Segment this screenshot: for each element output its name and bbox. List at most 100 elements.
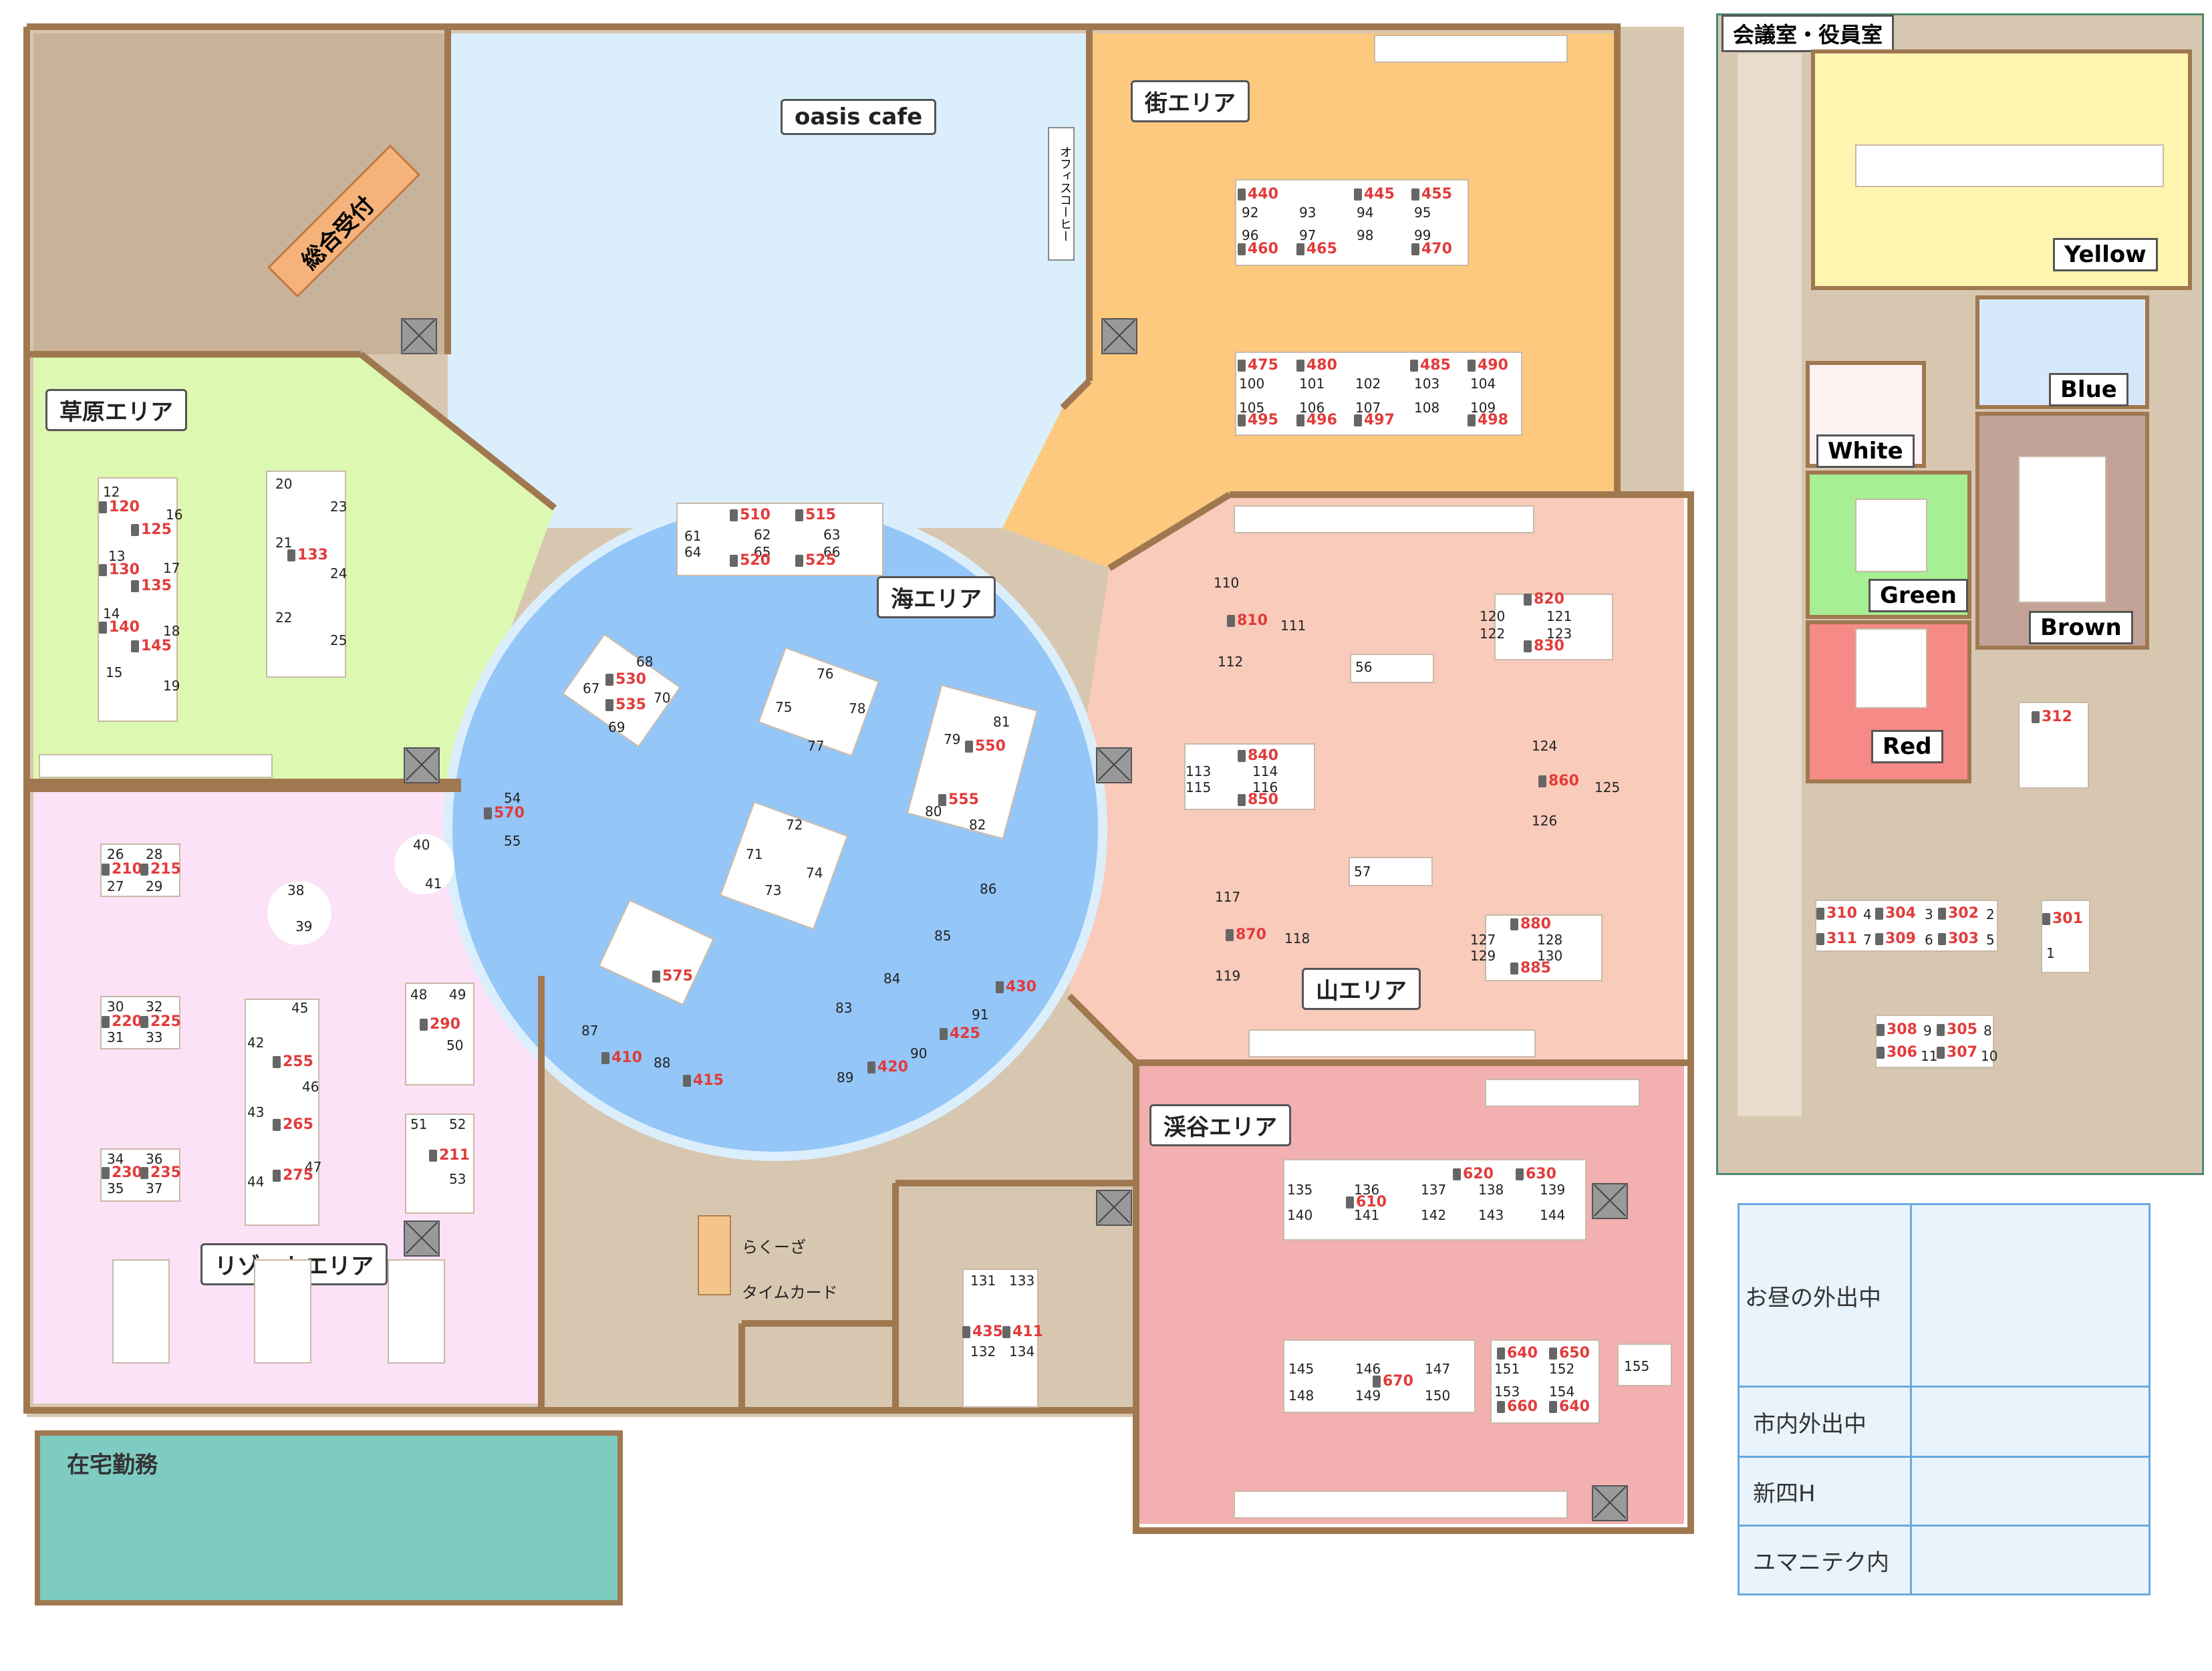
yama-seat-840[interactable]: 840	[1238, 747, 1278, 764]
umi-seat-70[interactable]: 70	[654, 690, 671, 706]
umi-seat-72[interactable]: 72	[786, 817, 803, 833]
keikoku-seat-670[interactable]: 670	[1373, 1373, 1413, 1390]
machi-seat-496[interactable]: 496	[1296, 412, 1337, 428]
status-value-shinshi[interactable]	[1910, 1456, 2151, 1527]
machi-seat-498[interactable]: 498	[1468, 412, 1508, 428]
umi-seat-77[interactable]: 77	[807, 738, 825, 754]
sougen-seat-120[interactable]: 120	[99, 499, 140, 515]
exec-seat-6[interactable]: 6	[1925, 932, 1933, 948]
seat-410[interactable]: 410	[601, 1049, 642, 1066]
keikoku-seat-155[interactable]: 155	[1624, 1358, 1650, 1374]
yama-seat-57[interactable]: 57	[1354, 864, 1371, 880]
keikoku-seat-144[interactable]: 144	[1540, 1207, 1566, 1223]
yama-seat-120[interactable]: 120	[1480, 608, 1506, 624]
resort-seat-230[interactable]: 230	[102, 1164, 142, 1181]
umi-seat-78[interactable]: 78	[849, 700, 866, 717]
seat-430[interactable]: 430	[996, 979, 1036, 995]
umi-seat-80[interactable]: 80	[925, 803, 942, 819]
resort-seat-29[interactable]: 29	[146, 878, 163, 894]
resort-seat-30[interactable]: 30	[107, 999, 124, 1015]
exec-seat-311[interactable]: 311	[1816, 930, 1857, 947]
keikoku-seat-149[interactable]: 149	[1355, 1388, 1381, 1404]
resort-seat-48[interactable]: 48	[410, 987, 428, 1003]
yama-seat-122[interactable]: 122	[1480, 626, 1506, 642]
keikoku-seat-138[interactable]: 138	[1478, 1182, 1504, 1198]
yama-seat-880[interactable]: 880	[1510, 916, 1551, 932]
yama-seat-56[interactable]: 56	[1355, 659, 1373, 675]
machi-seat-440[interactable]: 440	[1238, 186, 1278, 203]
resort-seat-28[interactable]: 28	[146, 846, 163, 862]
yama-seat-850[interactable]: 850	[1238, 791, 1278, 808]
seat-420[interactable]: 420	[867, 1059, 908, 1075]
umi-seat-82[interactable]: 82	[969, 817, 986, 833]
exec-seat-3[interactable]: 3	[1925, 906, 1933, 922]
umi-seat-73[interactable]: 73	[765, 882, 782, 898]
seat-87[interactable]: 87	[581, 1023, 599, 1039]
exec-seat-312[interactable]: 312	[2032, 709, 2072, 725]
keikoku-seat-640b[interactable]: 640	[1549, 1398, 1590, 1415]
machi-seat-105[interactable]: 105	[1239, 400, 1265, 416]
sougen-seat-24[interactable]: 24	[330, 565, 348, 582]
resort-seat-26[interactable]: 26	[107, 846, 124, 862]
keikoku-seat-135[interactable]: 135	[1287, 1182, 1313, 1198]
exec-seat-302[interactable]: 302	[1938, 905, 1979, 922]
umi-seat-75[interactable]: 75	[775, 699, 793, 715]
machi-seat-102[interactable]: 102	[1355, 376, 1381, 392]
keikoku-seat-146[interactable]: 146	[1355, 1361, 1381, 1377]
umi-seat-81[interactable]: 81	[993, 714, 1010, 730]
yama-seat-111[interactable]: 111	[1280, 618, 1306, 634]
keikoku-seat-154[interactable]: 154	[1549, 1384, 1575, 1400]
umi-seat-555[interactable]: 555	[938, 791, 979, 808]
resort-seat-290[interactable]: 290	[420, 1016, 460, 1033]
resort-seat-34[interactable]: 34	[107, 1151, 124, 1167]
umi-seat-530[interactable]: 530	[605, 671, 646, 688]
umi-seat-570[interactable]: 570	[484, 805, 525, 821]
yama-seat-118[interactable]: 118	[1284, 930, 1310, 946]
sougen-seat-14[interactable]: 14	[103, 606, 120, 622]
umi-seat-74[interactable]: 74	[806, 865, 823, 881]
yama-seat-860[interactable]: 860	[1538, 773, 1579, 789]
exec-seat-1[interactable]: 1	[2046, 945, 2055, 961]
keikoku-seat-151[interactable]: 151	[1494, 1361, 1520, 1377]
umi-seat-55[interactable]: 55	[504, 833, 521, 849]
yama-seat-113[interactable]: 113	[1186, 763, 1212, 779]
resort-seat-41[interactable]: 41	[425, 876, 442, 892]
umi-seat-510[interactable]: 510	[730, 507, 771, 523]
exec-seat-301[interactable]: 301	[2042, 910, 2083, 927]
yama-seat-121[interactable]: 121	[1546, 608, 1572, 624]
yama-seat-112[interactable]: 112	[1218, 654, 1244, 670]
machi-seat-460[interactable]: 460	[1238, 241, 1278, 257]
machi-seat-495[interactable]: 495	[1238, 412, 1278, 428]
machi-seat-104[interactable]: 104	[1470, 376, 1496, 392]
machi-seat-95[interactable]: 95	[1414, 205, 1431, 221]
machi-seat-470[interactable]: 470	[1411, 241, 1452, 257]
yama-seat-115[interactable]: 115	[1186, 779, 1212, 795]
machi-seat-109[interactable]: 109	[1470, 400, 1496, 416]
keikoku-seat-153[interactable]: 153	[1494, 1384, 1520, 1400]
seat-88[interactable]: 88	[654, 1055, 671, 1071]
exec-seat-4[interactable]: 4	[1863, 906, 1872, 922]
keikoku-seat-148[interactable]: 148	[1288, 1388, 1315, 1404]
machi-seat-475[interactable]: 475	[1238, 357, 1278, 374]
umi-seat-66[interactable]: 66	[823, 544, 841, 560]
yama-seat-125[interactable]: 125	[1595, 779, 1621, 795]
resort-seat-53[interactable]: 53	[449, 1171, 466, 1187]
seat-90[interactable]: 90	[910, 1045, 928, 1061]
keikoku-seat-142[interactable]: 142	[1421, 1207, 1447, 1223]
machi-seat-490[interactable]: 490	[1468, 357, 1508, 374]
exec-seat-11[interactable]: 11	[1921, 1048, 1938, 1064]
yama-seat-820[interactable]: 820	[1524, 591, 1564, 608]
machi-seat-107[interactable]: 107	[1355, 400, 1381, 416]
sougen-seat-135[interactable]: 135	[131, 577, 172, 594]
seat-89[interactable]: 89	[837, 1069, 854, 1085]
exec-seat-5[interactable]: 5	[1986, 932, 1995, 948]
seat-91[interactable]: 91	[972, 1007, 989, 1023]
keikoku-seat-620[interactable]: 620	[1453, 1166, 1494, 1182]
resort-seat-45[interactable]: 45	[291, 1000, 309, 1016]
yama-seat-127[interactable]: 127	[1470, 932, 1496, 948]
sougen-seat-130[interactable]: 130	[99, 561, 140, 578]
small-seat-131[interactable]: 131	[970, 1273, 996, 1289]
sougen-seat-125[interactable]: 125	[131, 521, 172, 538]
umi-seat-79[interactable]: 79	[944, 731, 961, 747]
sougen-seat-145[interactable]: 145	[131, 638, 172, 654]
